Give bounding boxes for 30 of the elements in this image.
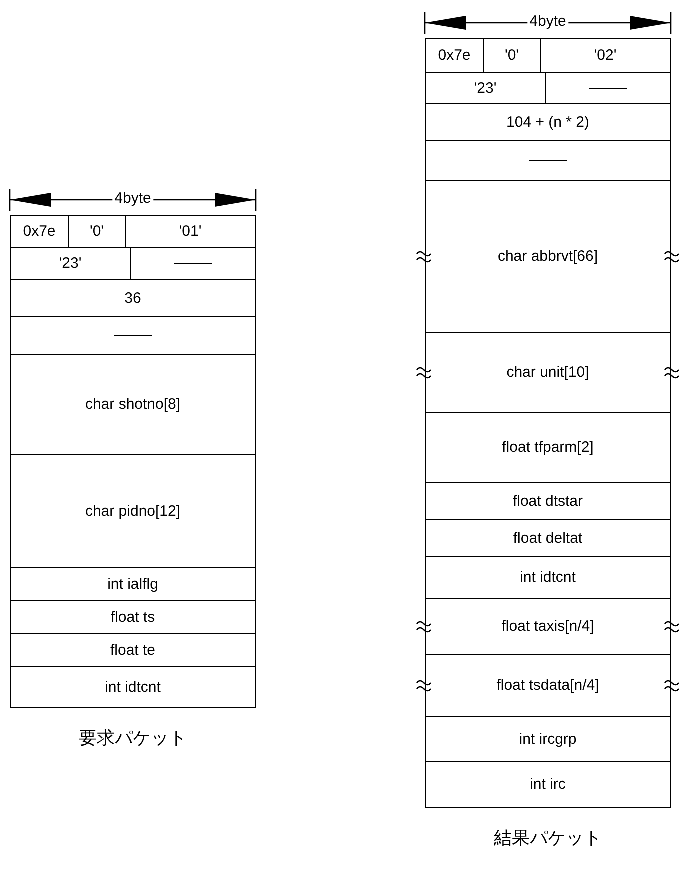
field-name: int idtcnt	[520, 569, 576, 586]
field-name: char pidno[12]	[85, 502, 181, 520]
field-name: '01'	[179, 223, 202, 240]
field-name: float tfparm[2]	[502, 439, 594, 456]
field-name: char unit[10]	[506, 364, 590, 381]
field-name: float dtstar	[512, 492, 584, 510]
field-name: 36	[124, 290, 142, 306]
packet-caption: 結果パケット	[494, 827, 602, 850]
field-name: 104 + (n * 2)	[506, 114, 590, 130]
field-name: float te	[110, 642, 156, 658]
field-name: float ts	[110, 608, 156, 626]
field-name: '23'	[59, 255, 82, 272]
field-name: int irc	[530, 776, 566, 793]
dimension-label: 4byte	[528, 13, 568, 30]
dimension-label: 4byte	[112, 190, 154, 207]
field-name: int idtcnt	[105, 678, 161, 696]
packet-caption: 要求パケット	[79, 727, 187, 750]
field-name: '02'	[594, 47, 617, 64]
field-name: float taxis[n/4]	[502, 618, 594, 635]
field-name: int ircgrp	[519, 730, 577, 748]
field-name: '0'	[504, 47, 520, 64]
field-name: 0x7e	[23, 223, 56, 240]
field-name: '23'	[474, 80, 497, 96]
field-name: 0x7e	[438, 47, 471, 64]
field-name: char shotno[8]	[85, 396, 181, 413]
field-name: float tsdata[n/4]	[496, 677, 600, 694]
field-name: int ialflg	[108, 576, 158, 592]
field-name: float deltat	[513, 530, 583, 546]
field-name: char abbrvt[66]	[498, 248, 598, 265]
field-name: '0'	[90, 223, 104, 240]
